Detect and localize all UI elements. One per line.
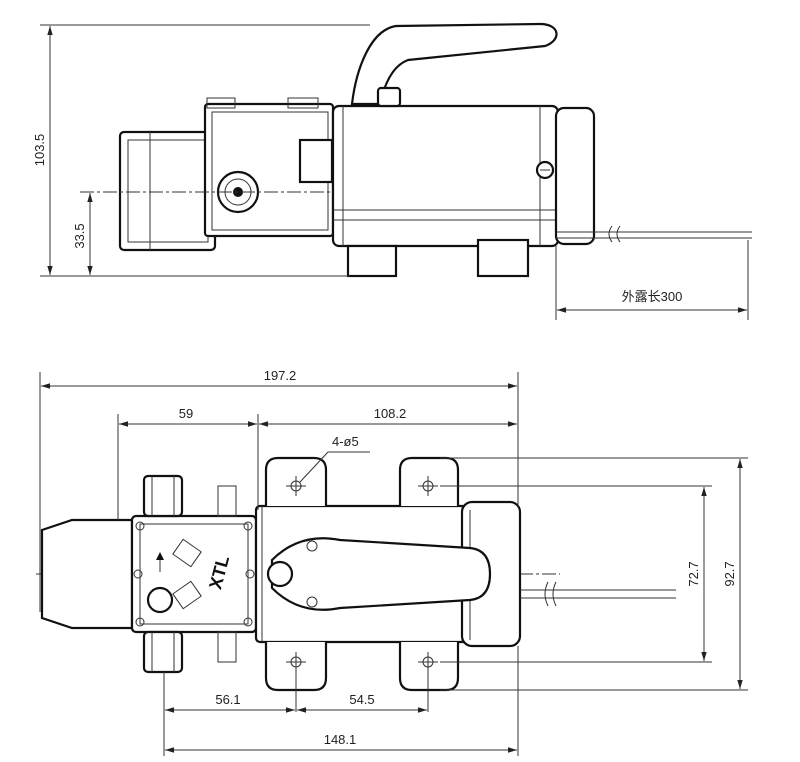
cable-break bbox=[608, 225, 621, 243]
dim-hole-spacing-inner: 72.7 bbox=[686, 561, 701, 586]
foot-right bbox=[476, 238, 530, 278]
dim-motor-length: 108.2 bbox=[374, 406, 407, 421]
fitting-bottom bbox=[142, 630, 184, 674]
dim-cable-length: 外露长300 bbox=[622, 289, 683, 304]
cable-break-top bbox=[544, 581, 557, 607]
pressure-switch bbox=[298, 138, 334, 184]
mount-foot-tr bbox=[398, 456, 460, 506]
flow-arrow-icon bbox=[156, 552, 164, 560]
motor-end-cap bbox=[554, 106, 596, 246]
pump-head-body bbox=[118, 130, 217, 252]
dim-total-length: 197.2 bbox=[264, 368, 297, 383]
dim-holes: 4-ø5 bbox=[332, 434, 359, 449]
dim-hole-pitch: 54.5 bbox=[349, 692, 374, 707]
fitting-top bbox=[142, 474, 184, 518]
dim-hole-spacing-outer: 92.7 bbox=[722, 561, 737, 586]
dim-head-to-first-hole: 56.1 bbox=[215, 692, 240, 707]
dim-head-length: 59 bbox=[179, 406, 193, 421]
handle-top bbox=[270, 537, 492, 611]
foot-left bbox=[346, 244, 398, 278]
valve-plate bbox=[130, 514, 258, 634]
handle bbox=[350, 22, 558, 106]
inlet-port bbox=[146, 586, 174, 614]
side-view: 103.5 33.5 外露长300 bbox=[32, 22, 752, 320]
pump-head-front bbox=[40, 518, 134, 630]
top-view: XTL bbox=[36, 368, 748, 756]
dim-port-height: 33.5 bbox=[72, 223, 87, 248]
motor-body bbox=[331, 104, 560, 248]
dim-base-length: 148.1 bbox=[324, 732, 357, 747]
dim-overall-height: 103.5 bbox=[32, 134, 47, 167]
mount-foot-br bbox=[398, 642, 460, 692]
